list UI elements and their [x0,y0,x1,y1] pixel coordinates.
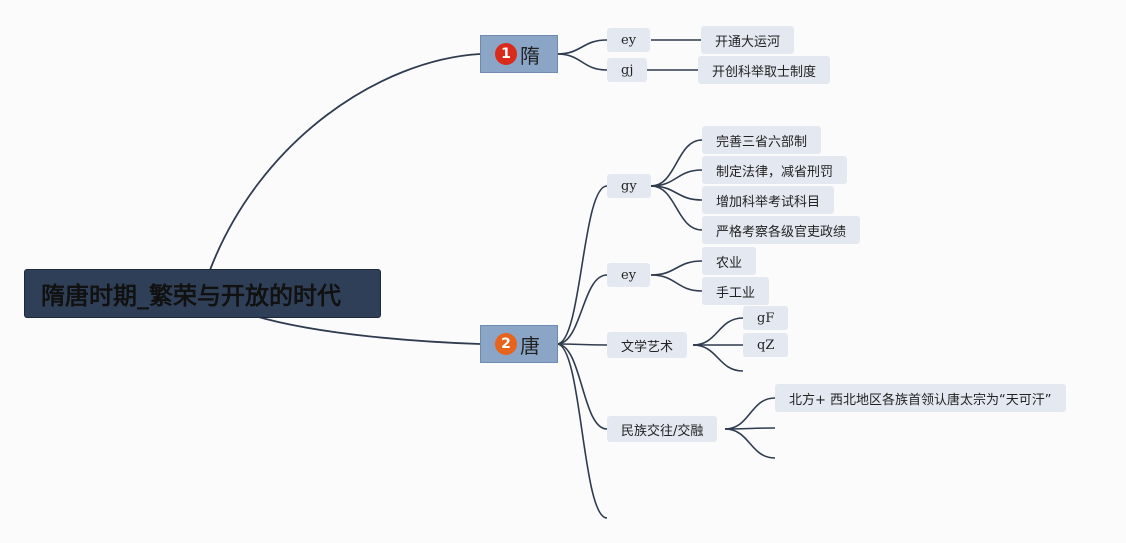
edge-sui-gj [556,53,608,71]
tang-branch-literature-art[interactable]: 文学艺术 [607,332,688,358]
number-one-icon: 1 [495,43,517,65]
tang-leaf-agriculture[interactable]: 农业 [702,247,757,275]
edge-gy-leaf-3 [650,185,703,231]
sui-leaf-imperial-exam[interactable]: 开创科举取士制度 [698,56,831,84]
leaf-label: 北方+ 西北地区各族首领认唐太宗为“天可汗” [789,392,1052,408]
root-topic-label: 隋唐时期_繁荣与开放的时代 [41,282,341,310]
edge-tang-literature [556,343,608,346]
leaf-label: qZ [757,337,775,353]
tang-leaf-law[interactable]: 制定法律，减省刑罚 [702,156,848,184]
edge-tang-ethnic [556,343,608,430]
tang-branch-gy[interactable]: gy [607,174,651,198]
tang-leaf-gf[interactable]: gF [743,306,789,330]
sui-branch-ey-label: ey [621,32,637,48]
tang-branch-literature-art-label: 文学艺术 [621,339,674,355]
leaf-label: 完善三省六部制 [716,134,808,150]
edge-literature-leaf-2 [692,344,744,372]
topic-tang[interactable]: 2 唐 [480,325,558,363]
edge-tang-ey-leaf-0 [650,260,703,276]
sui-branch-ey[interactable]: ey [607,28,651,52]
topic-tang-label: 唐 [520,333,540,358]
edge-root-sui [209,53,481,271]
edge-literature-leaf-0 [692,317,744,346]
tang-branch-ey[interactable]: ey [607,263,651,287]
topic-sui-label: 隋 [520,43,540,68]
edge-gy-leaf-0 [650,139,703,187]
edge-ethnic-leaf-2 [724,428,776,459]
edge-tang-ey-leaf-1 [650,274,703,292]
tang-leaf-tian-kehan[interactable]: 北方+ 西北地区各族首领认唐太宗为“天可汗” [775,384,1066,412]
tang-branch-ethnic-exchange-label: 民族交往/交融 [621,423,704,439]
tang-branch-gy-label: gy [621,178,637,194]
number-two-icon: 2 [495,333,517,355]
tang-leaf-qz[interactable]: qZ [743,333,789,357]
sui-leaf-grand-canal[interactable]: 开通大运河 [701,26,795,54]
edge-sui-ey [556,39,608,55]
leaf-label: 农业 [716,255,743,271]
tang-leaf-official-review[interactable]: 严格考察各级官吏政绩 [702,216,861,244]
leaf-label: 开创科举取士制度 [712,64,817,80]
leaf-label: 手工业 [716,285,756,301]
leaf-label: 增加科举考试科目 [716,194,821,210]
topic-sui[interactable]: 1 隋 [480,35,558,73]
sui-branch-gj[interactable]: gj [607,58,648,82]
tang-branch-ethnic-exchange[interactable]: 民族交往/交融 [607,416,718,442]
leaf-label: gF [757,310,775,326]
tang-branch-ey-label: ey [621,267,637,283]
leaf-label: 开通大运河 [715,34,781,50]
edge-root-tang [254,315,481,345]
root-topic[interactable]: 隋唐时期_繁荣与开放的时代 [25,270,380,317]
edge-tang-empty [556,343,608,519]
leaf-label: 严格考察各级官吏政绩 [716,224,847,240]
edge-tang-gy [556,185,608,345]
tang-leaf-three-departments[interactable]: 完善三省六部制 [702,126,822,154]
edge-tang-ey [556,274,608,345]
leaf-label: 制定法律，减省刑罚 [716,164,834,180]
sui-branch-gj-label: gj [621,62,634,78]
tang-leaf-handicraft[interactable]: 手工业 [702,277,770,305]
edge-ethnic-leaf-0 [724,397,776,430]
tang-leaf-exam-subjects[interactable]: 增加科举考试科目 [702,186,835,214]
